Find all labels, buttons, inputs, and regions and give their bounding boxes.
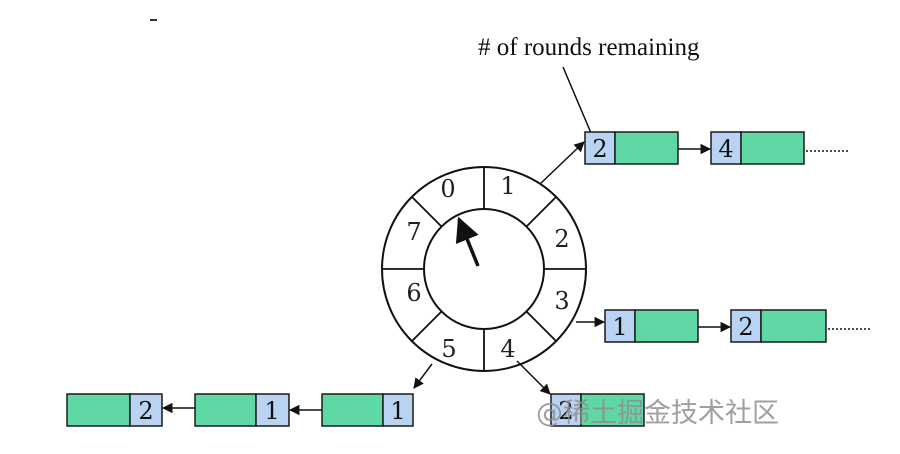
rounds-count: 1: [264, 397, 279, 425]
rounds-remaining-caption: # of rounds remaining: [478, 34, 700, 61]
task-node: 2: [550, 393, 645, 427]
task-node: 2: [730, 309, 827, 343]
wheel-slot-6: 6: [406, 279, 421, 307]
rounds-count: 2: [738, 313, 753, 341]
wheel-slot-2: 2: [554, 225, 569, 253]
rounds-count: 1: [612, 313, 627, 341]
slot-5-task-list: 1 1 2: [66, 363, 433, 427]
wheel-slot-1: 1: [500, 172, 515, 200]
timing-wheel: 0 1 2 3 4 5 6 7: [381, 166, 587, 372]
rounds-count: 1: [390, 397, 405, 425]
task-node: 4: [710, 131, 805, 165]
task-node: 1: [194, 393, 290, 427]
task-node: 2: [584, 131, 679, 165]
wheel-slot-0: 0: [440, 175, 455, 203]
slot-4-task-list: 2: [516, 360, 645, 427]
task-node: 1: [604, 309, 699, 343]
wheel-slot-5: 5: [441, 335, 456, 363]
task-node: 2: [66, 393, 163, 427]
wheel-inner-ring: [423, 208, 545, 330]
rounds-count: 4: [718, 135, 733, 163]
rounds-count: 2: [592, 135, 607, 163]
slot-3-task-list: 1 2: [576, 309, 870, 343]
task-node: 1: [321, 393, 414, 427]
wheel-pointer-hand: [455, 216, 480, 267]
rounds-count: 2: [558, 397, 573, 425]
watermark: @稀土掘金技术社区: [536, 398, 779, 429]
wheel-slot-7: 7: [406, 218, 421, 246]
rounds-count: 2: [138, 397, 153, 425]
caption-pointer-line: [562, 66, 592, 134]
wheel-slot-3: 3: [554, 287, 569, 315]
slot-1-task-list: 2 4: [539, 131, 850, 185]
wheel-slot-4: 4: [500, 335, 515, 363]
